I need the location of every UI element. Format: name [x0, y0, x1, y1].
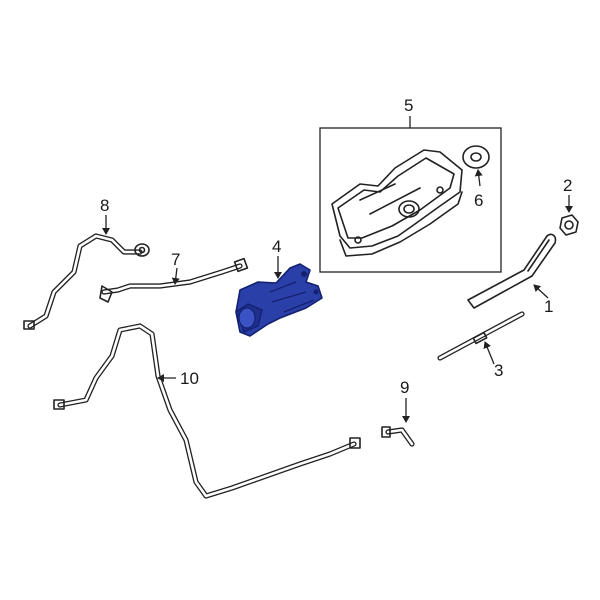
part-3-leader: [483, 341, 495, 365]
part-7-leader: [171, 267, 180, 285]
callout-2: 2: [563, 176, 572, 195]
callout-10: 10: [180, 369, 199, 388]
part-6-grommet: [462, 145, 490, 169]
callout-6: 6: [474, 191, 483, 210]
callout-7: 7: [171, 250, 180, 269]
part-7-hose: [99, 257, 249, 303]
callout-1: 1: [544, 297, 553, 316]
callout-4: 4: [272, 237, 281, 256]
part-5-group: [319, 116, 502, 273]
part-4-wiper-motor: [235, 256, 323, 337]
callout-8: 8: [100, 196, 109, 215]
callout-5: 5: [404, 96, 413, 115]
part-2-nut: [559, 195, 579, 236]
part-1-wiper-arm: [467, 233, 557, 309]
callout-9: 9: [400, 378, 409, 397]
callout-3: 3: [494, 361, 503, 380]
part-9-connector: [381, 398, 415, 447]
part-10-hose: [53, 323, 361, 499]
part-6-leader: [474, 169, 483, 187]
part-3-hose: [437, 311, 525, 365]
part-1-leader: [533, 284, 549, 299]
part-8-hose: [23, 215, 150, 330]
part-5-cover: [331, 149, 463, 257]
